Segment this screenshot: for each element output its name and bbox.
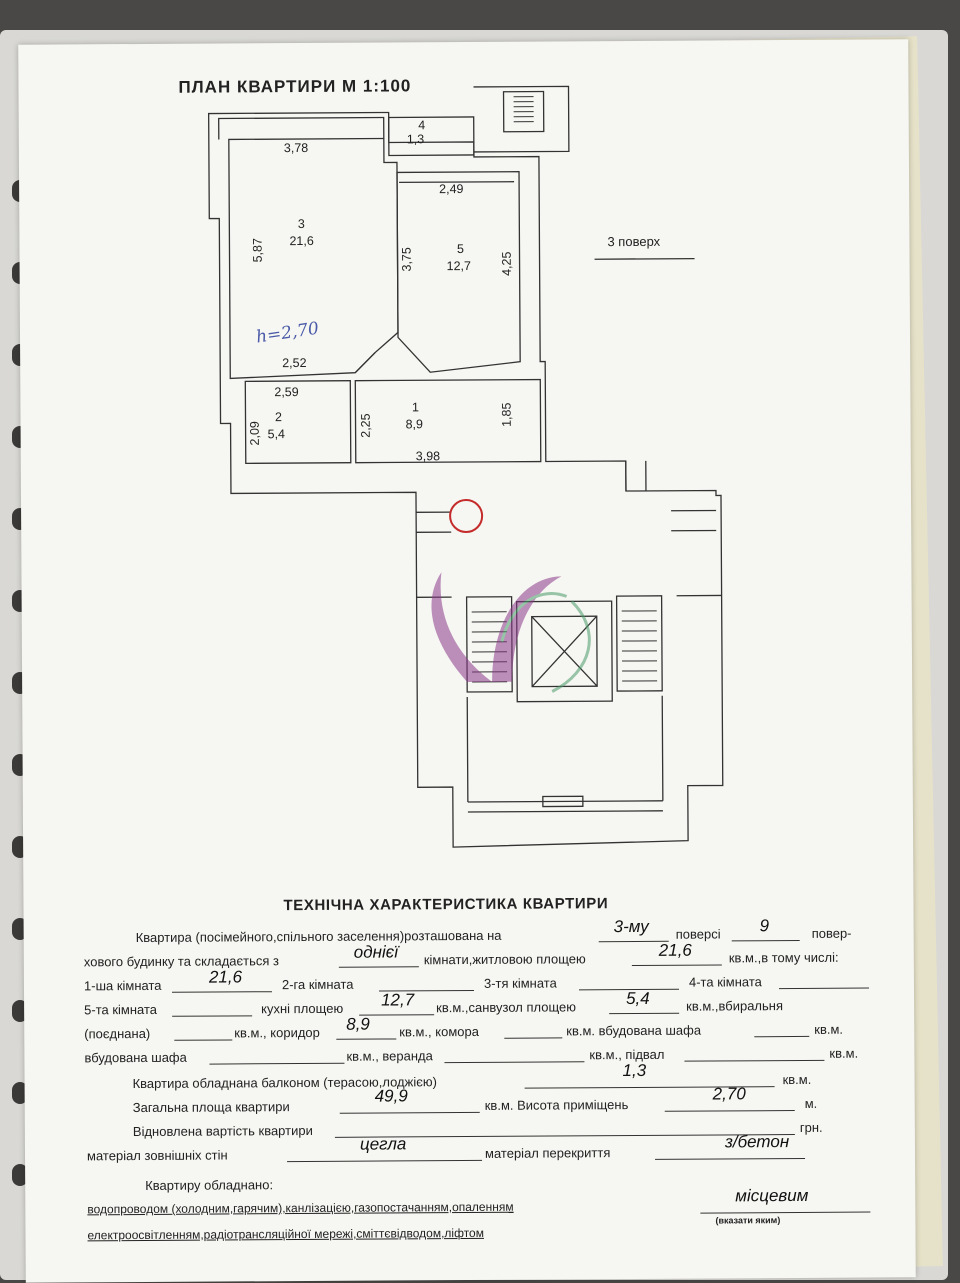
room-4-area: 1,3 <box>406 132 425 147</box>
room3-field <box>578 972 680 991</box>
riser-circle <box>449 499 484 534</box>
text-line-7b: кв.м. <box>782 1071 812 1088</box>
text-line-12: водопроводом (холодним,гарячим),канлізац… <box>87 1199 514 1217</box>
ceiling-value: з/бетон <box>724 1132 790 1152</box>
text-line-2c: кв.м.,в тому числі: <box>728 949 839 966</box>
room-3-area: 21,6 <box>289 233 314 249</box>
room-1-number: 1 <box>411 400 419 415</box>
text-line-6b: кв.м., веранда <box>346 1048 433 1064</box>
text-line-4c: кв.м.,санвузол площею <box>436 999 577 1016</box>
watermark-logo <box>431 572 591 693</box>
dim-2-59: 2,59 <box>274 385 299 400</box>
dim-3-75: 3,75 <box>399 247 414 272</box>
floors-total-value: 9 <box>759 916 770 936</box>
room-2-number: 2 <box>274 410 283 425</box>
walls-value: цегла <box>359 1134 407 1154</box>
text-line-1c: повер- <box>811 925 852 941</box>
text-line-11: Квартиру обладнано: <box>145 1177 274 1193</box>
balcony-value: 1,3 <box>622 1060 647 1081</box>
room4-field <box>778 971 870 990</box>
floor-plan-drawing <box>207 85 724 848</box>
text-line-3b: 2-га кімната <box>281 976 354 993</box>
text-line-4b: кухні площею <box>261 1000 344 1017</box>
dim-4-25: 4,25 <box>499 251 514 276</box>
heating-note: (вказати яким) <box>715 1215 781 1226</box>
floor-value: 3-му <box>613 916 649 937</box>
plan-title: ПЛАН КВАРТИРИ М 1:100 <box>178 76 412 97</box>
text-line-6a: вбудована шафа <box>84 1049 187 1066</box>
dim-2-25: 2,25 <box>358 413 373 438</box>
text-line-5b: кв.м., коридор <box>234 1024 320 1041</box>
text-line-2b: кімнати,житловою площею <box>423 951 586 968</box>
dim-2-52: 2,52 <box>282 355 307 371</box>
room5-field <box>172 999 253 1017</box>
room-5-number: 5 <box>456 242 464 257</box>
storage-field <box>504 1021 563 1039</box>
room1-value: 21,6 <box>208 967 243 987</box>
text-line-5a: (поєднана) <box>84 1025 151 1042</box>
text-line-5d: кв.м. вбудована шафа <box>566 1022 702 1039</box>
total-area-value: 49,9 <box>374 1086 408 1106</box>
heating-value: місцевим <box>735 1185 809 1206</box>
text-line-9b: грн. <box>799 1119 823 1135</box>
bathroom-value: 5,4 <box>626 988 650 1009</box>
text-line-5e: кв.м. <box>814 1021 844 1037</box>
toilet-field <box>174 1023 233 1041</box>
dim-3-98: 3,98 <box>415 449 441 464</box>
document-sheet: ПЛАН КВАРТИРИ М 1:100 4 1,3 3 21,6 5 12,… <box>18 39 916 1283</box>
text-line-4d: кв.м.,вбиральня <box>686 998 784 1014</box>
rooms-count-value: однієї <box>353 942 399 962</box>
floor-label: 3 поверх <box>607 233 661 250</box>
room-1-area: 8,9 <box>405 417 423 432</box>
text-line-6c: кв.м., підвал <box>589 1046 665 1063</box>
wardrobe-field <box>754 1019 810 1038</box>
text-line-1a: Квартира (посімейного,спільного заселенн… <box>135 927 502 946</box>
text-line-1b: поверсі <box>675 926 721 942</box>
text-line-10b: матеріал перекриття <box>484 1145 611 1161</box>
total-area-field <box>339 1095 480 1114</box>
text-line-8c: м. <box>804 1095 818 1111</box>
text-line-3a: 1-ша кімната <box>83 977 162 994</box>
dim-2-09: 2,09 <box>247 421 262 446</box>
text-line-9a: Відновлена вартість квартири <box>132 1122 313 1140</box>
basement-field <box>684 1043 825 1062</box>
text-line-8a: Загальна площа квартири <box>132 1099 290 1116</box>
text-line-2a: хового будинку та складається з <box>83 953 280 970</box>
room-2-area: 5,4 <box>267 427 286 442</box>
dim-3-78: 3,78 <box>283 140 309 156</box>
wardrobe2-field <box>209 1046 345 1065</box>
veranda-field <box>444 1045 585 1064</box>
tech-title: ТЕХНІЧНА ХАРАКТЕРИСТИКА КВАРТИРИ <box>283 895 609 915</box>
room-4-number: 4 <box>418 118 426 133</box>
kitchen-value: 12,7 <box>381 990 415 1010</box>
text-line-10a: матеріал зовнішніх стін <box>86 1147 228 1164</box>
corridor-value: 8,9 <box>346 1014 370 1034</box>
dim-5-87: 5,87 <box>250 238 265 263</box>
living-area-value: 21,6 <box>658 940 692 960</box>
text-line-3c: 3-тя кімната <box>483 975 557 991</box>
dim-2-49: 2,49 <box>439 182 464 197</box>
text-line-4a: 5-та кімната <box>84 1001 158 1018</box>
room-3-number: 3 <box>297 216 305 232</box>
room2-field <box>378 973 475 992</box>
height-value: 2,70 <box>712 1084 746 1104</box>
dim-1-85: 1,85 <box>499 402 514 427</box>
room-5-area: 12,7 <box>446 258 471 274</box>
text-line-13: електроосвітленням,радіотрансляційної ме… <box>87 1225 485 1243</box>
text-line-5c: кв.м., комора <box>399 1023 479 1040</box>
text-line-6d: кв.м. <box>829 1045 859 1061</box>
text-line-8b: кв.м. Висота приміщень <box>484 1097 629 1113</box>
text-line-3d: 4-та кімната <box>688 974 762 990</box>
